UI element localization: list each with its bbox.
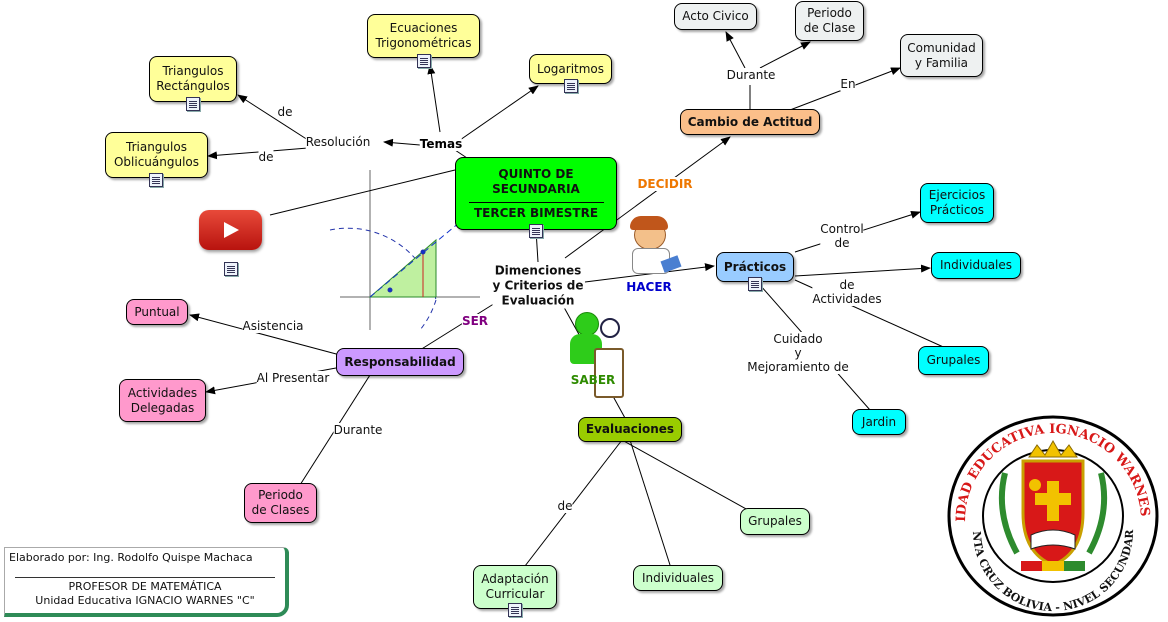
- ecuaciones-node[interactable]: Ecuaciones Trigonométricas: [367, 14, 480, 58]
- jardin-node[interactable]: Jardin: [852, 409, 906, 435]
- document-icon[interactable]: [529, 224, 543, 238]
- en-label: En: [840, 77, 856, 91]
- de-label-1: de: [277, 105, 293, 119]
- school-seal-icon: UNIDAD EDUCATIVA IGNACIO WARNES "C" SANT…: [945, 413, 1159, 617]
- document-icon[interactable]: [224, 262, 238, 276]
- asistencia-label: Asistencia: [242, 319, 304, 333]
- footer-divider: [15, 577, 275, 578]
- boy-teacher-icon: [622, 216, 682, 276]
- document-icon[interactable]: [149, 173, 163, 187]
- temas-label: Temas: [419, 137, 463, 151]
- durante-label-2: Durante: [333, 423, 383, 437]
- resolucion-label: Resolución: [305, 135, 371, 149]
- decidir-label: DECIDIR: [637, 177, 693, 191]
- trigonometry-illustration: [329, 170, 480, 331]
- triangulos-oblicuangulos-node[interactable]: Triangulos Oblicuángulos: [105, 132, 208, 178]
- grupales-evaluaciones-node[interactable]: Grupales: [740, 508, 810, 535]
- youtube-icon[interactable]: [199, 210, 262, 250]
- adaptacion-curricular-node[interactable]: Adaptación Curricular: [473, 565, 557, 609]
- triangulos-rectangulos-node[interactable]: Triangulos Rectángulos: [149, 56, 237, 102]
- periodo-clase-node[interactable]: Periodo de Clase: [795, 1, 864, 41]
- document-icon[interactable]: [417, 54, 431, 68]
- green-figure-icon: [556, 312, 624, 398]
- puntual-node[interactable]: Puntual: [126, 299, 188, 325]
- ejercicios-node[interactable]: Ejercicios Prácticos: [920, 183, 994, 223]
- grupales-practicos-node[interactable]: Grupales: [918, 346, 989, 375]
- role-text: PROFESOR DE MATEMÁTICA: [68, 580, 222, 593]
- author-text: Elaborado por: Ing. Rodolfo Quispe Macha…: [9, 551, 253, 564]
- de-actividades-label: de Actividades: [812, 278, 882, 306]
- author-footer: Elaborado por: Ing. Rodolfo Quispe Macha…: [4, 547, 289, 617]
- document-icon[interactable]: [564, 79, 578, 93]
- responsabilidad-node[interactable]: Responsabilidad: [336, 348, 464, 376]
- center-line2: SECUNDARIA: [492, 181, 580, 196]
- comunidad-node[interactable]: Comunidad y Familia: [900, 34, 983, 77]
- cuidado-label: Cuidado y Mejoramiento de: [747, 332, 849, 374]
- saber-label: SABER: [570, 373, 616, 387]
- acto-civico-node[interactable]: Acto Civico: [674, 3, 757, 30]
- school-text: Unidad Educativa IGNACIO WARNES "C": [35, 594, 255, 607]
- durante-label-1: Durante: [726, 68, 776, 82]
- dimensiones-label: Dimenciones y Criterios de Evaluación: [492, 263, 584, 309]
- de-label-2: de: [258, 150, 274, 164]
- center-node[interactable]: QUINTO DE SECUNDARIA TERCER BIMESTRE: [455, 157, 617, 230]
- center-line3: TERCER BIMESTRE: [473, 205, 599, 220]
- ser-label: SER: [461, 314, 489, 328]
- evaluaciones-node[interactable]: Evaluaciones: [578, 417, 682, 442]
- center-line1: QUINTO DE: [498, 166, 574, 181]
- document-icon[interactable]: [508, 603, 522, 617]
- periodo-clases-node[interactable]: Periodo de Clases: [244, 483, 317, 523]
- hacer-label: HACER: [626, 280, 672, 294]
- control-label: Control de: [820, 222, 864, 250]
- individuales-evaluaciones-node[interactable]: Individuales: [633, 565, 723, 591]
- de-label-3: de: [557, 499, 573, 513]
- individuales-practicos-node[interactable]: Individuales: [931, 252, 1021, 279]
- actividades-delegadas-node[interactable]: Actividades Delegadas: [119, 379, 206, 422]
- cambio-actitud-node[interactable]: Cambio de Actitud: [680, 109, 820, 135]
- document-icon[interactable]: [186, 97, 200, 111]
- al-presentar-label: Al Presentar: [256, 371, 330, 385]
- document-icon[interactable]: [748, 277, 762, 291]
